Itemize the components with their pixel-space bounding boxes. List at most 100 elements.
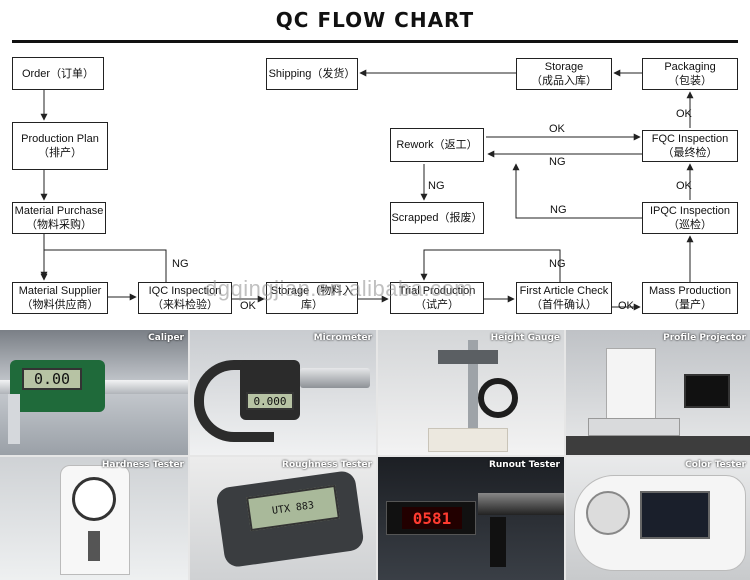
height-gauge-wheel xyxy=(478,378,518,418)
node-rework-label: Rework xyxy=(396,139,434,151)
node-trial-production-label: Trial Production xyxy=(398,285,476,297)
height-gauge-base xyxy=(428,428,508,452)
node-storage-material-label: Storage（物料入 xyxy=(270,285,354,297)
node-storage-material: Storage（物料入 库） xyxy=(266,282,358,314)
arrow-ipqc-ng-to-rework xyxy=(512,163,642,219)
micrometer-body xyxy=(240,360,300,420)
node-mass-production: Mass Production （量产） xyxy=(642,282,738,314)
photo-height-gauge: Height Gauge xyxy=(378,330,564,455)
node-ipqc-inspection-zh: （巡检） xyxy=(668,219,712,231)
caliper-label: Caliper xyxy=(148,333,184,343)
node-ipqc-inspection-label: IPQC Inspection xyxy=(649,205,731,217)
title-divider xyxy=(12,40,738,43)
node-fqc-inspection-label: FQC Inspection xyxy=(651,133,729,145)
flow-connectors xyxy=(40,69,694,311)
node-production-plan-zh: （排产） xyxy=(38,147,82,159)
node-storage-product: Storage （成品入库） xyxy=(516,58,612,90)
hardness-tester-label: Hardness Tester xyxy=(101,460,184,470)
arrow-iqc-ng-to-supplier xyxy=(40,249,167,282)
roughness-tester-display-value: UTX 883 xyxy=(271,499,315,517)
micrometer-display-value: 0.000 xyxy=(253,394,287,408)
node-order-zh: （订单） xyxy=(50,67,95,80)
hardness-tester-anvil xyxy=(88,531,100,561)
color-tester-keypad xyxy=(586,491,630,535)
node-ipqc-inspection: IPQC Inspection （巡检） xyxy=(642,202,738,234)
node-material-supplier-zh: （物料供应商） xyxy=(21,299,99,311)
photo-color-tester: Color Tester xyxy=(566,457,750,580)
node-scrapped: Scrapped（报废） xyxy=(390,202,484,234)
micrometer-thimble xyxy=(300,368,370,388)
photo-micrometer: 0.000 Micrometer xyxy=(190,330,376,455)
color-tester-screen xyxy=(640,491,710,539)
node-first-article-check: First Article Check （首件确认） xyxy=(516,282,612,314)
node-rework-zh: （返工） xyxy=(433,139,478,151)
micrometer-label: Micrometer xyxy=(313,333,372,343)
node-rework: Rework（返工） xyxy=(390,128,484,162)
label-mass-ok: OK xyxy=(676,180,692,192)
node-mass-production-label: Mass Production xyxy=(649,285,731,297)
node-iqc-inspection: IQC Inspection （来料检验） xyxy=(138,282,232,314)
instrument-photo-grid: 0.00 Caliper 0.000 Micrometer Height Gau… xyxy=(0,330,750,580)
caliper-jaw xyxy=(8,394,20,444)
micrometer-display: 0.000 xyxy=(246,392,294,410)
node-storage-product-label: Storage xyxy=(544,61,584,73)
projector-stage xyxy=(588,418,680,436)
node-trial-production-zh: （试产） xyxy=(415,299,459,311)
watermark: dgqingjian.en.alibaba.com xyxy=(205,276,474,301)
runout-tester-display: 0581 xyxy=(402,507,462,529)
color-tester-label: Color Tester xyxy=(685,460,746,470)
projector-desk xyxy=(566,436,750,455)
node-production-plan-label: Production Plan xyxy=(21,133,99,145)
node-fqc-inspection: FQC Inspection （最终检） xyxy=(642,130,738,162)
label-ipqc-ok: OK xyxy=(676,108,692,120)
runout-tester-display-value: 0581 xyxy=(412,508,452,528)
node-material-supplier: Material Supplier （物料供应商） xyxy=(12,282,108,314)
node-mass-production-zh: （量产） xyxy=(668,299,712,311)
arrow-first-article-ng-to-trial xyxy=(420,249,561,282)
node-iqc-inspection-label: IQC Inspection xyxy=(148,285,222,297)
node-order-label: Order xyxy=(21,67,51,80)
node-first-article-check-label: First Article Check xyxy=(519,285,609,297)
runout-tester-label: Runout Tester xyxy=(488,460,560,470)
label-iqc-ng: NG xyxy=(172,258,189,270)
hardness-tester-dial xyxy=(72,477,116,521)
node-material-purchase-label: Material Purchase xyxy=(14,205,104,217)
node-packaging-label: Packaging xyxy=(664,61,716,73)
photo-profile-projector: Profile Projector xyxy=(566,330,750,455)
page-title: QC FLOW CHART xyxy=(275,8,475,32)
label-rework-ok: OK xyxy=(549,123,565,135)
node-shipping-zh: （发货） xyxy=(311,68,356,80)
node-scrapped-label: Scrapped xyxy=(391,212,439,224)
label-rework-ng: NG xyxy=(428,180,445,192)
label-iqc-ok: OK xyxy=(240,300,256,312)
node-material-purchase-zh: （物料采购） xyxy=(26,219,92,231)
height-gauge-column xyxy=(468,340,478,430)
roughness-tester-label: Roughness Tester xyxy=(282,460,372,470)
node-storage-product-zh: （成品入库） xyxy=(531,75,597,87)
photo-hardness-tester: Hardness Tester xyxy=(0,457,188,580)
photo-caliper: 0.00 Caliper xyxy=(0,330,188,455)
node-storage-material-zh: 库） xyxy=(301,299,323,311)
node-shipping: Shipping（发货） xyxy=(266,58,358,90)
node-fqc-inspection-zh: （最终检） xyxy=(662,147,718,159)
height-gauge-arm xyxy=(438,350,498,364)
photo-runout-tester: 0581 Runout Tester xyxy=(378,457,564,580)
projector-body xyxy=(606,348,656,430)
height-gauge-label: Height Gauge xyxy=(490,333,560,343)
node-scrapped-zh: （报废） xyxy=(438,212,483,224)
node-order: Order（订单） xyxy=(12,57,104,90)
profile-projector-label: Profile Projector xyxy=(663,333,746,343)
node-first-article-check-zh: （首件确认） xyxy=(531,299,597,311)
projector-monitor xyxy=(684,374,730,408)
node-shipping-label: Shipping xyxy=(268,68,312,80)
caliper-display-value: 0.00 xyxy=(33,370,71,388)
caliper-display: 0.00 xyxy=(22,368,82,390)
node-iqc-inspection-zh: （来料检验） xyxy=(152,299,218,311)
photo-roughness-tester: UTX 883 Roughness Tester xyxy=(190,457,376,580)
label-first-article-ok: OK xyxy=(618,300,634,312)
runout-tester-shaft xyxy=(478,493,564,515)
runout-tester-probe xyxy=(490,517,506,567)
node-material-supplier-label: Material Supplier xyxy=(18,285,102,297)
node-trial-production: Trial Production （试产） xyxy=(390,282,484,314)
